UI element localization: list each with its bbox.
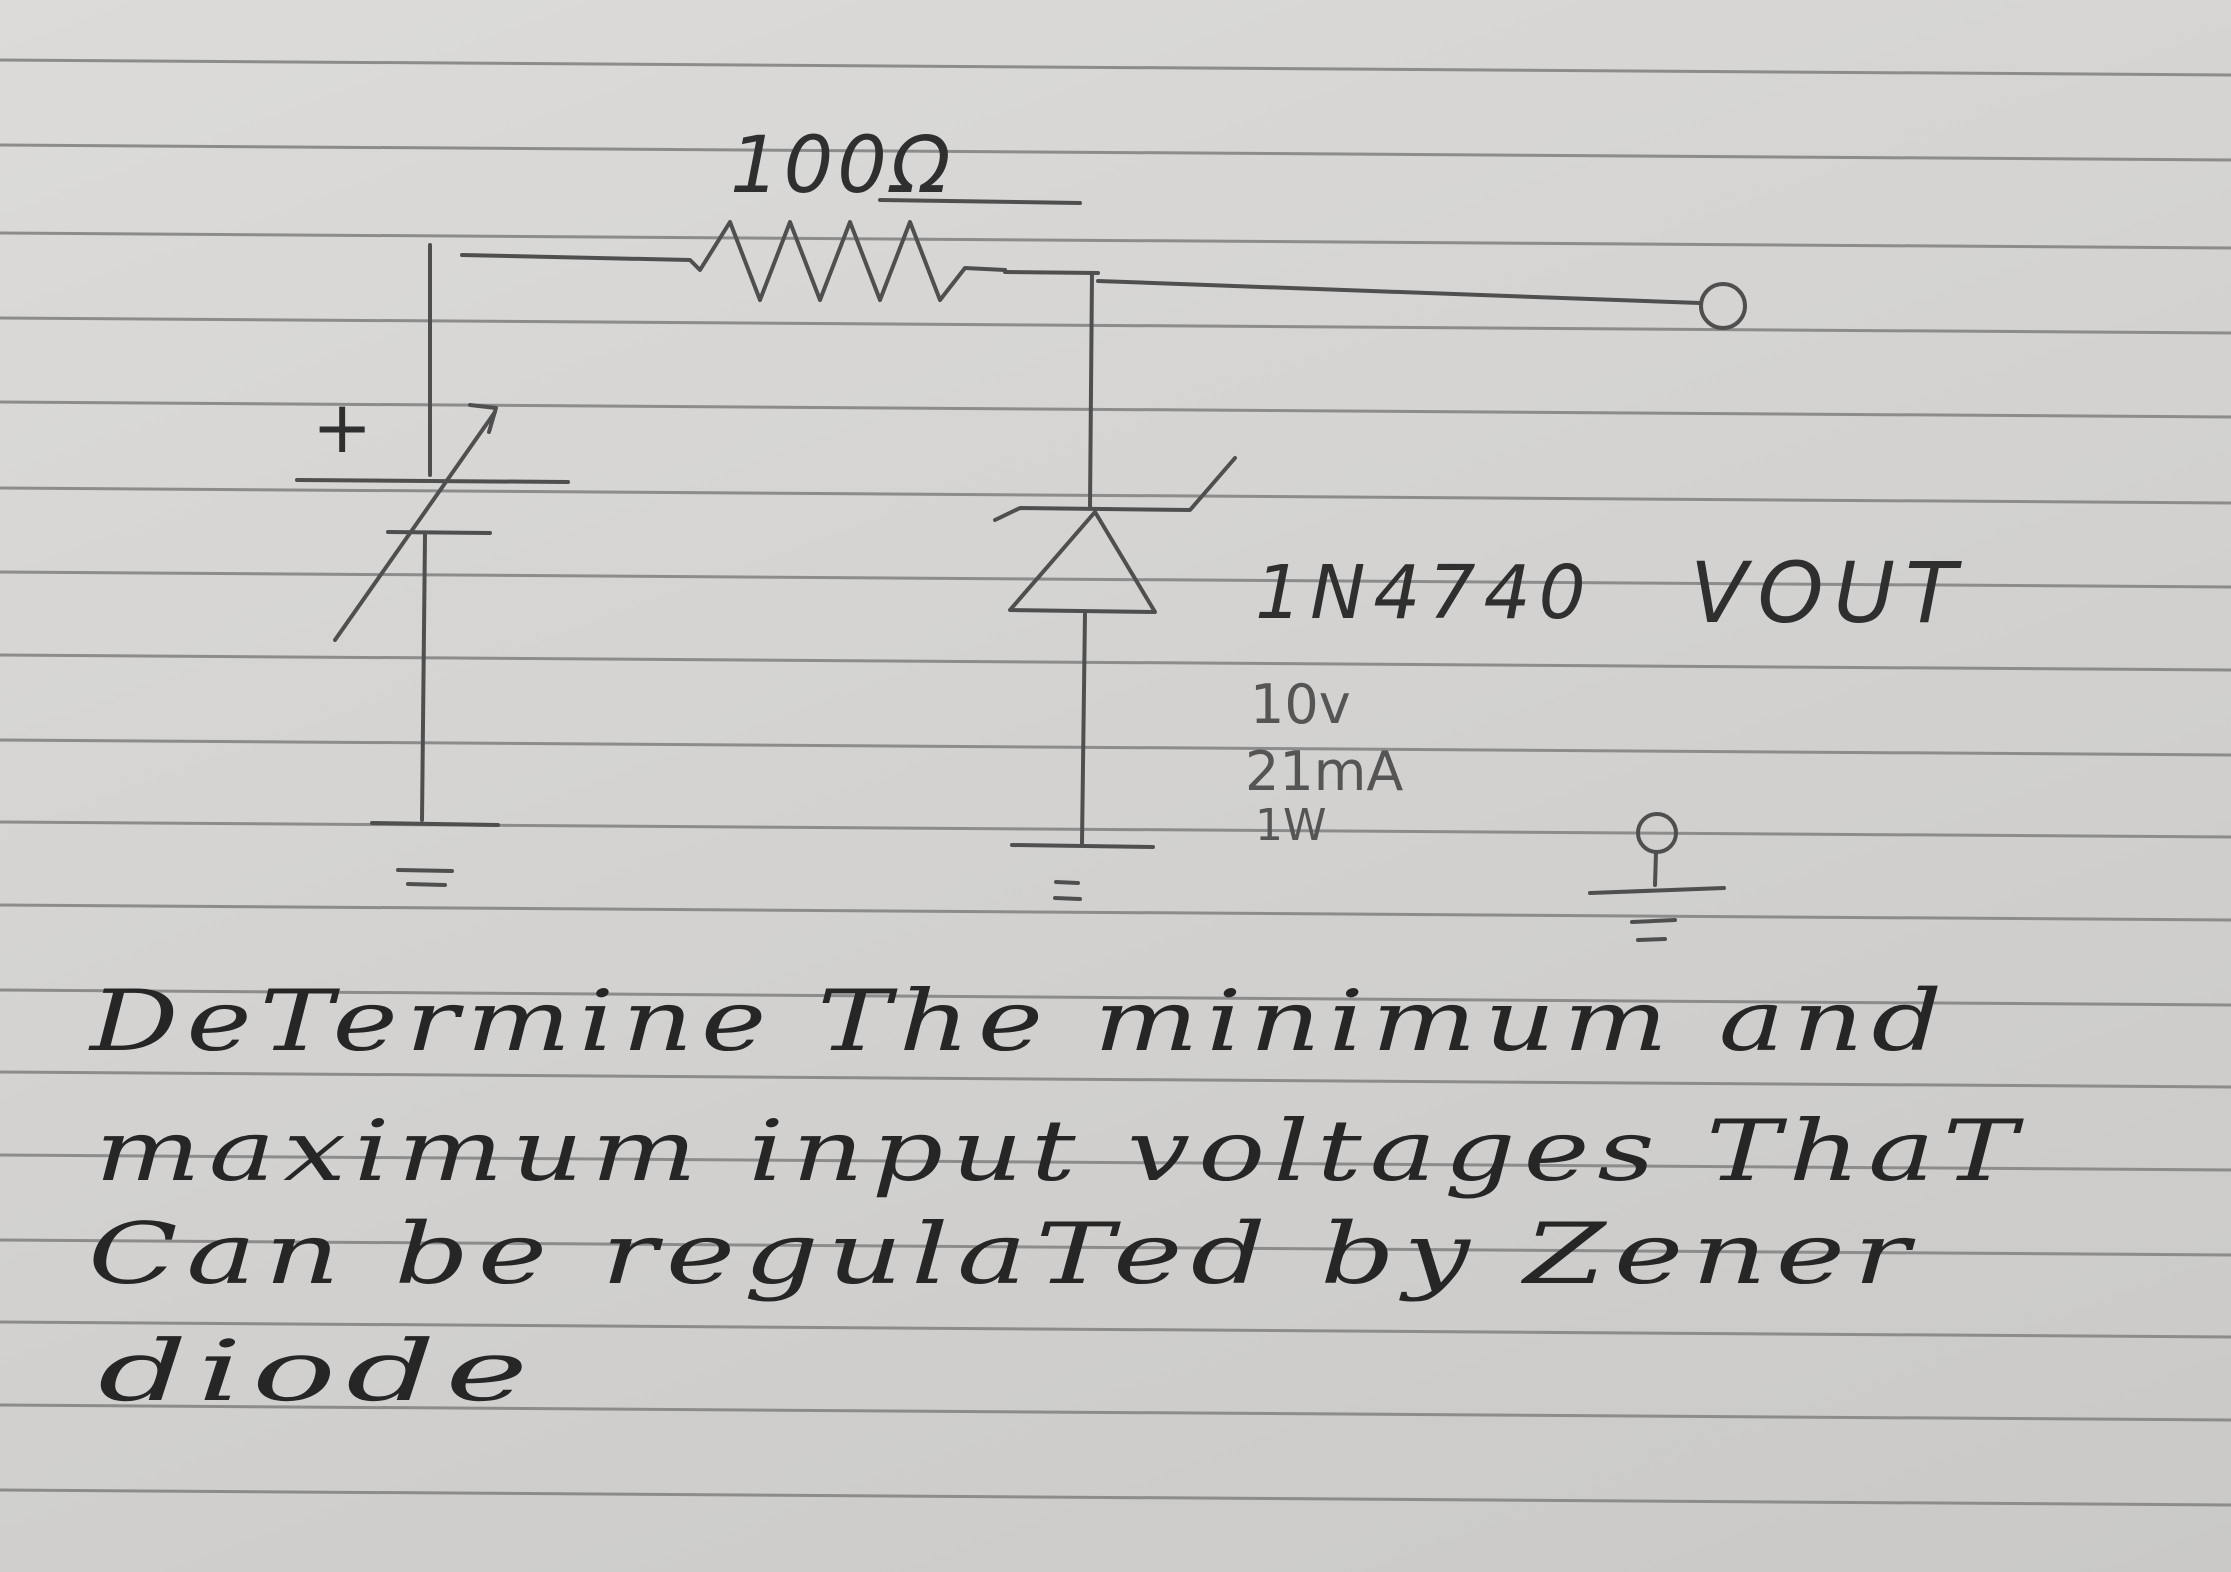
question-line-1: DeTermine The minimum and — [87, 972, 1950, 1070]
source-plus-sign: + — [312, 385, 372, 469]
source-ground-icon — [370, 821, 500, 887]
zener-ground-icon — [1010, 843, 1155, 901]
ruled-lines — [0, 58, 2231, 1507]
zener-diode: 1N4740 10v 21mA 1W — [993, 271, 1594, 851]
resistor-label: 100Ω — [730, 121, 954, 211]
resistor: 100Ω — [460, 121, 1082, 302]
variable-voltage-source: + — [295, 243, 570, 822]
question-text: DeTermine The minimum and maximum input … — [87, 972, 2025, 1420]
question-line-2: maximum input voltages ThaT — [95, 1102, 2025, 1200]
output-ground-icon — [1588, 812, 1726, 942]
zener-part-number: 1N4740 — [1255, 550, 1594, 636]
zener-spec-power: 1W — [1255, 800, 1327, 851]
zener-spec-voltage: 10v — [1250, 673, 1351, 736]
output-terminal — [1003, 270, 1747, 330]
question-line-4: diode — [98, 1322, 538, 1420]
zener-spec-current: 21mA — [1245, 740, 1403, 803]
vout-label: VOUT — [1690, 544, 1966, 642]
question-line-3: Can be regulaTed by Zener — [88, 1205, 1918, 1303]
